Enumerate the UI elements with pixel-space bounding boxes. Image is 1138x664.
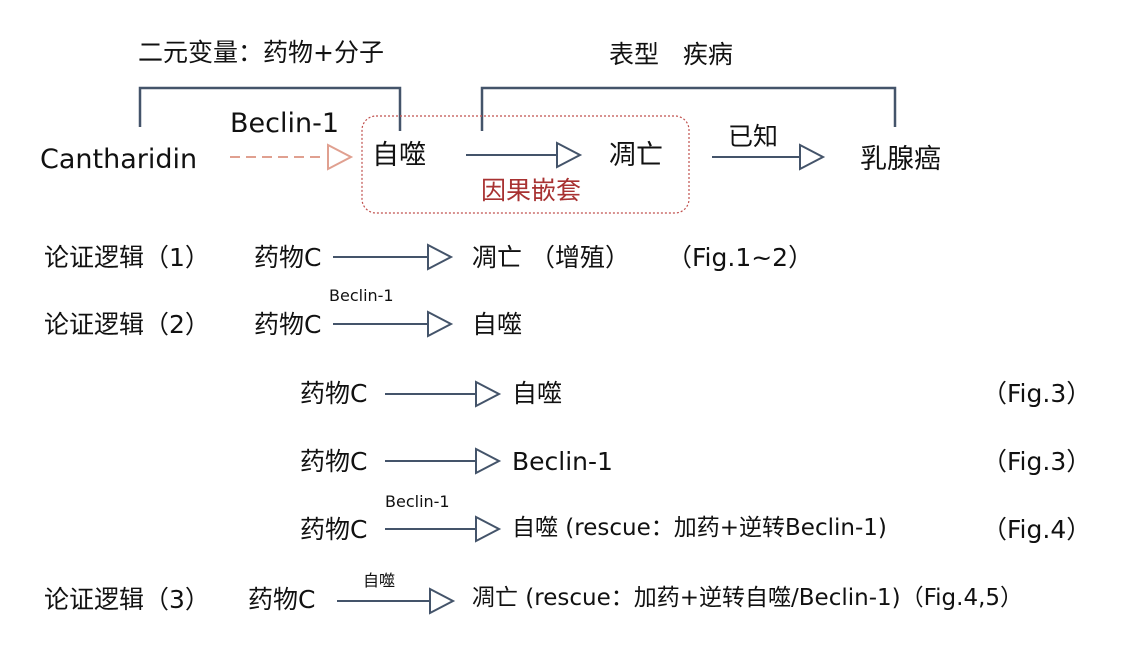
row6-target: 凋亡 (rescue：加药+逆转自噬/Beclin-1)（Fig.4,5） <box>472 585 1024 611</box>
row4-figure-ref: （Fig.3） <box>982 447 1092 476</box>
row1-target: 凋亡 （增殖） <box>472 243 630 272</box>
dashed-arrow-label: Beclin-1 <box>230 108 340 139</box>
left-bracket-title: 二元变量：药物+分子 <box>138 38 384 67</box>
row4-target: Beclin-1 <box>512 447 613 476</box>
row2-arrow-label: Beclin-1 <box>329 286 394 305</box>
known-label: 已知 <box>728 122 779 151</box>
causal-nesting-box <box>361 115 690 214</box>
row6-title: 论证逻辑（3） <box>44 585 210 614</box>
row5-arrow-label: Beclin-1 <box>385 492 450 511</box>
row6-drug: 药物C <box>248 585 316 614</box>
row5-drug: 药物C <box>300 515 368 544</box>
row2-arrow-head <box>427 310 454 338</box>
row2-title: 论证逻辑（2） <box>44 310 210 339</box>
row2-target: 自噬 <box>472 310 523 339</box>
node-autophagy: 自噬 <box>372 140 426 171</box>
arrow-autophagy-apoptosis-head <box>556 141 583 169</box>
row1-arrow-head <box>427 243 454 271</box>
left-bracket <box>138 86 402 131</box>
dashed-arrow-head <box>327 143 354 171</box>
row5-target: 自噬 (rescue：加药+逆转Beclin-1) <box>512 515 887 541</box>
node-apoptosis: 凋亡 <box>609 140 663 171</box>
node-breast-cancer: 乳腺癌 <box>860 144 941 175</box>
row1-title: 论证逻辑（1） <box>44 243 210 272</box>
causal-nesting-label: 因果嵌套 <box>481 176 582 205</box>
row3-target: 自噬 <box>512 379 563 408</box>
row3-arrow-head <box>475 380 502 408</box>
row4-arrow-head <box>475 447 502 475</box>
row3-figure-ref: （Fig.3） <box>982 379 1092 408</box>
row5-figure-ref: （Fig.4） <box>982 515 1092 544</box>
row5-arrow-head <box>475 515 502 543</box>
row2-drug: 药物C <box>254 310 322 339</box>
row4-drug: 药物C <box>300 447 368 476</box>
drug-cantharidin: Cantharidin <box>40 144 198 175</box>
arrow-apoptosis-cancer-head <box>799 143 826 171</box>
row6-arrow-head <box>429 587 456 615</box>
row1-figure-ref: （Fig.1~2） <box>667 243 814 272</box>
row6-arrow-label: 自噬 <box>363 571 396 590</box>
right-bracket <box>480 86 897 131</box>
row3-drug: 药物C <box>300 379 368 408</box>
right-bracket-title: 表型 疾病 <box>609 40 733 69</box>
row1-drug: 药物C <box>254 243 322 272</box>
